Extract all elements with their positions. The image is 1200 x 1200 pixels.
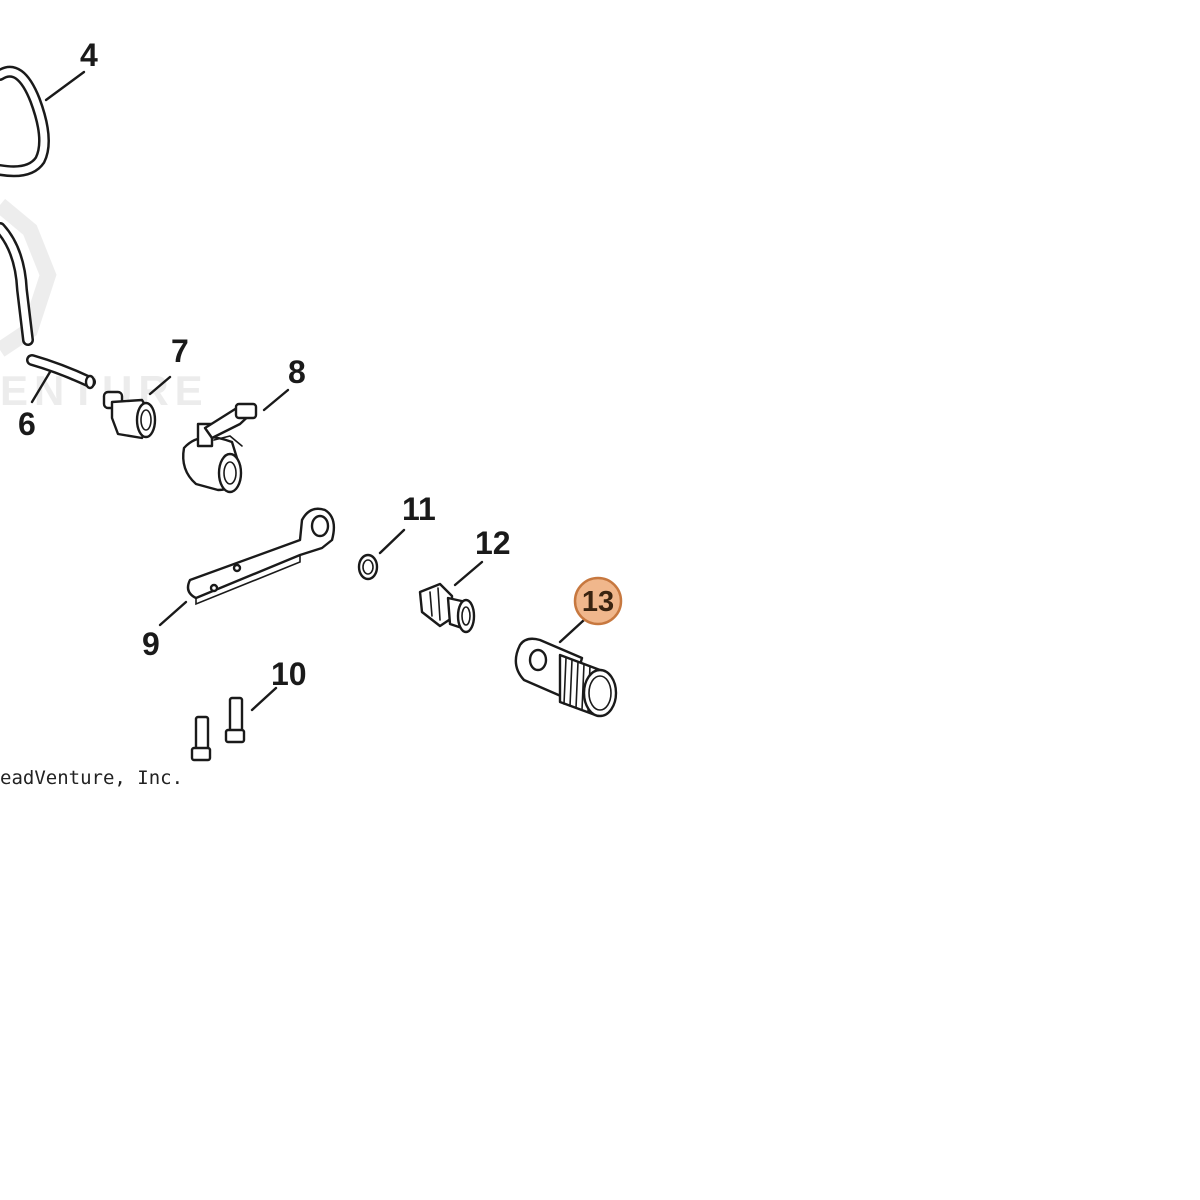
- leader-8: [262, 388, 290, 412]
- part-12-adapter: [418, 582, 476, 634]
- part-8-ball-valve: [182, 402, 258, 494]
- callout-8: 8: [288, 354, 306, 390]
- leader-13: [558, 618, 586, 644]
- leader-10: [250, 686, 278, 712]
- part-13-coupling: [514, 637, 618, 718]
- part-10-bolts: [190, 696, 246, 762]
- watermark: ENTURE: [0, 198, 209, 414]
- leader-4: [44, 70, 86, 102]
- callout-12: 12: [475, 525, 511, 561]
- callout-4: 4: [80, 37, 98, 73]
- callout-13-highlight-badge: [573, 576, 623, 626]
- part-11-o-ring: [357, 553, 379, 581]
- callout-labels: 4 6 7 8 9 10 11 12 13: [18, 37, 623, 692]
- part-6-tube: [26, 354, 96, 390]
- callout-6: 6: [18, 406, 36, 442]
- part-7-fitting: [102, 390, 157, 440]
- callout-13: 13: [582, 586, 614, 618]
- leader-11: [378, 528, 406, 555]
- leader-lines: [30, 70, 586, 712]
- copyright-text: eadVenture, Inc.: [0, 767, 183, 789]
- leader-12: [453, 560, 484, 587]
- leader-7: [148, 375, 172, 396]
- part-9-bracket: [186, 507, 336, 606]
- callout-11: 11: [402, 491, 436, 527]
- leader-9: [158, 600, 188, 627]
- callout-10: 10: [271, 656, 307, 692]
- callout-7: 7: [171, 333, 189, 369]
- leader-6: [30, 370, 52, 404]
- watermark-text: ENTURE: [0, 367, 209, 414]
- part-4-hose: [0, 65, 50, 346]
- callout-9: 9: [142, 626, 160, 662]
